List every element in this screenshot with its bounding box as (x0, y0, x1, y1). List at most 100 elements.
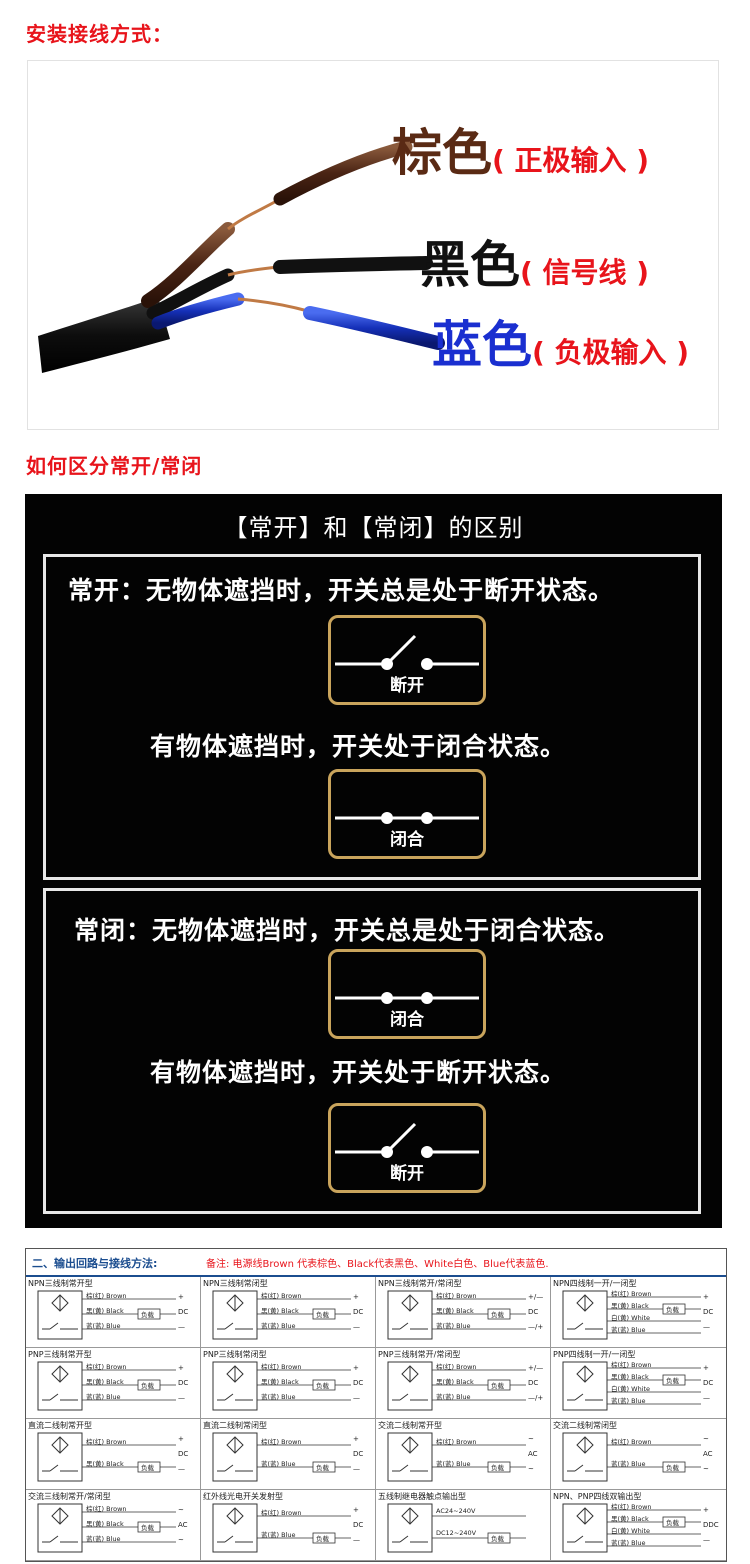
load-box (137, 1379, 161, 1391)
wiring-cell-title: PNP三线制常闭型 (203, 1350, 267, 1359)
switch-symbol (217, 1535, 253, 1543)
switch-symbol (217, 1322, 253, 1330)
wiring-schematic (562, 1361, 701, 1411)
load-box (137, 1308, 161, 1320)
closed-switch-icon (335, 992, 479, 1004)
switch-closed-diagram-2: 闭合 (328, 949, 486, 1039)
switch-symbol (42, 1464, 78, 1472)
switch-symbol (217, 1464, 253, 1472)
power-symbol: ~ (178, 1506, 184, 1514)
power-symbol: — (703, 1394, 710, 1402)
power-symbol: — (178, 1394, 185, 1402)
distinguish-section-title: 如何区分常开/常闭 (26, 454, 203, 478)
wire-label: 蓝(蓝) Blue (611, 1326, 646, 1334)
wire-label: 蓝(蓝) Blue (436, 1393, 471, 1401)
power-symbol: DC (353, 1450, 364, 1458)
wiring-schematic (212, 1503, 351, 1553)
power-symbol: ~ (528, 1465, 534, 1473)
wire-photo: 棕色( 正极输入 ) 黑色( 信号线 ) 蓝色( 负极输入 ) (27, 60, 719, 430)
closed-switch-icon (335, 812, 479, 824)
wiring-cell-title: 直流二线制常开型 (28, 1421, 92, 1430)
nc-line1: 常闭：无物体遮挡时，开关总是处于闭合状态。 (74, 916, 621, 945)
load-box (312, 1461, 336, 1473)
load-label: 负载 (316, 1382, 329, 1390)
load-box (312, 1532, 336, 1544)
power-symbol: + (353, 1435, 359, 1443)
load-label: 负载 (666, 1519, 679, 1527)
open-switch-icon (335, 634, 479, 670)
sensor-symbol (51, 1507, 69, 1525)
sensor-symbol (576, 1294, 594, 1312)
load-label: 负载 (316, 1311, 329, 1319)
sensor-symbol (226, 1365, 244, 1383)
wire-label: DC12~240V (436, 1529, 477, 1537)
sensor-box (387, 1503, 433, 1553)
power-symbol: ~ (703, 1465, 709, 1473)
wire-label: 蓝(蓝) Blue (436, 1460, 471, 1468)
load-label: 负载 (666, 1464, 679, 1472)
sensor-symbol (576, 1436, 594, 1454)
wire-label: 棕(红) Brown (436, 1438, 477, 1446)
brown-desc-text: ( 正极输入 ) (492, 144, 650, 177)
switch-symbol (567, 1464, 603, 1472)
switch-open-diagram-2: 断开 (328, 1103, 486, 1193)
wire-label: 棕(红) Brown (611, 1361, 652, 1369)
switch-symbol (567, 1535, 603, 1543)
wiring-header: 二、输出回路与接线方法: 备注: 电源线Brown 代表棕色、Black代表黑色… (26, 1249, 726, 1277)
no-state2-label: 闭合 (390, 830, 424, 850)
power-symbol: DDC (703, 1521, 719, 1529)
wire-label: 蓝(蓝) Blue (261, 1460, 296, 1468)
wiring-cell-title: NPN三线制常开型 (28, 1279, 93, 1288)
wire-label: 黑(黄) Black (436, 1307, 474, 1315)
load-label: 负载 (316, 1464, 329, 1472)
wire-label: 棕(红) Brown (611, 1290, 652, 1298)
wire-label: 白(黄) White (611, 1527, 651, 1535)
wire-label: 蓝(蓝) Blue (611, 1460, 646, 1468)
power-symbol: DC (353, 1308, 364, 1316)
power-symbol: + (178, 1435, 184, 1443)
panel-title: 【常开】和【常闭】的区别 (223, 514, 524, 542)
sensor-box (387, 1432, 433, 1482)
power-symbol: DC (528, 1379, 539, 1387)
power-symbol: AC (528, 1450, 538, 1458)
wiring-cell-title: PNP四线制一开/一闭型 (553, 1350, 636, 1359)
wiring-schematic (37, 1361, 176, 1411)
wire-label: 黑(黄) Black (611, 1302, 649, 1310)
wire-label: 黑(黄) Black (86, 1520, 124, 1528)
power-symbol: DC (178, 1308, 189, 1316)
wire-label: 棕(红) Brown (86, 1363, 127, 1371)
wire-label: 棕(红) Brown (436, 1292, 477, 1300)
sensor-box (387, 1361, 433, 1411)
load-box (137, 1461, 161, 1473)
wiring-schematic (37, 1290, 176, 1340)
load-label: 负载 (491, 1464, 504, 1472)
wire-label: 黑(黄) Black (261, 1378, 299, 1386)
power-symbol: + (703, 1364, 709, 1372)
wiring-schematic (562, 1432, 701, 1482)
wire-label: 蓝(蓝) Blue (261, 1393, 296, 1401)
wiring-cell-title: 交流三线制常开/常闭型 (28, 1492, 111, 1501)
load-box (312, 1308, 336, 1320)
brown-wire-label: 棕色( 正极输入 ) (392, 113, 649, 185)
switch-symbol (42, 1393, 78, 1401)
wire-label: 蓝(蓝) Blue (261, 1322, 296, 1330)
switch-symbol (42, 1322, 78, 1330)
sensor-symbol (576, 1507, 594, 1525)
power-symbol: — (178, 1323, 185, 1331)
install-section-title: 安装接线方式： (26, 22, 173, 46)
power-symbol: — (178, 1465, 185, 1473)
load-box (312, 1379, 336, 1391)
load-label: 负载 (141, 1311, 154, 1319)
switch-symbol (392, 1464, 428, 1472)
load-box (487, 1308, 511, 1320)
wire-label: 黑(黄) Black (261, 1307, 299, 1315)
sensor-symbol (226, 1436, 244, 1454)
wiring-schematic (37, 1503, 176, 1553)
